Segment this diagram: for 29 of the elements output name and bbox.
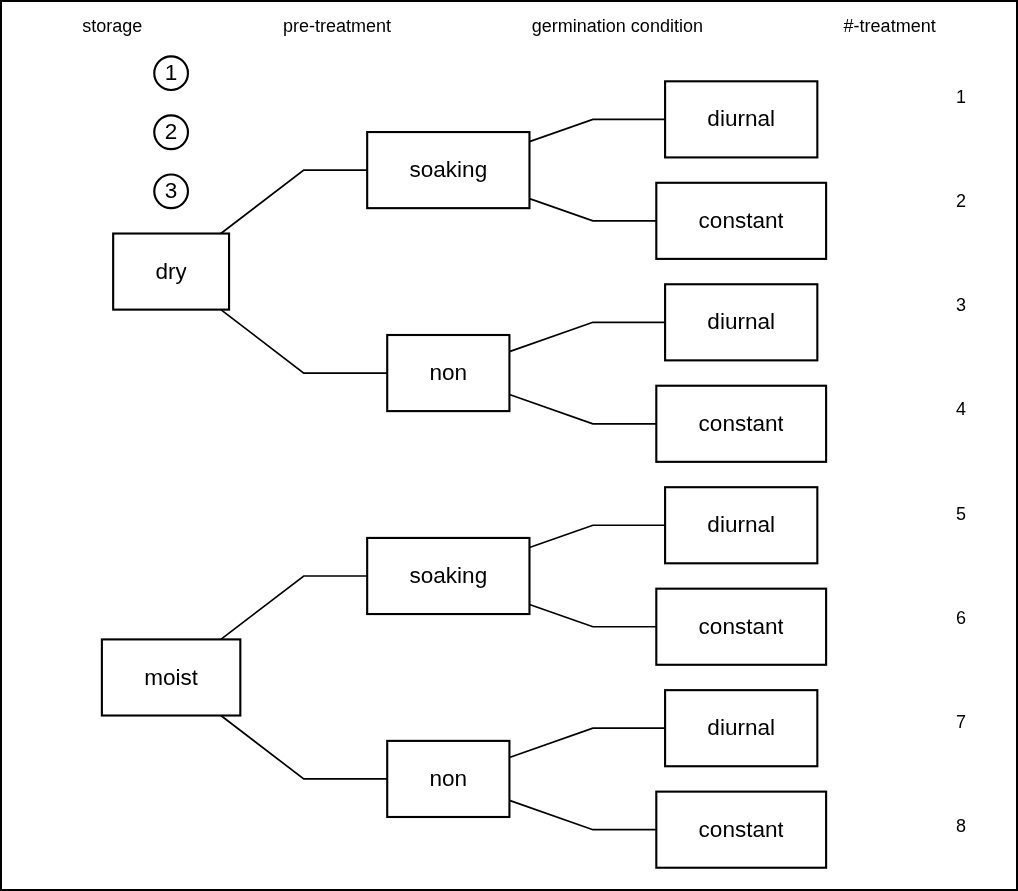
node-circle: 1 — [153, 55, 189, 92]
node-box: constant — [655, 181, 828, 260]
node-box: constant — [655, 384, 828, 463]
treatment-number: 8 — [956, 816, 966, 838]
treatment-number: 7 — [956, 712, 966, 734]
node-box: diurnal — [664, 283, 819, 362]
treatment-number: 4 — [956, 399, 966, 421]
node-box: moist — [100, 638, 242, 717]
column-heading: pre-treatment — [283, 16, 392, 37]
node-box: diurnal — [664, 689, 819, 768]
node-box: dry — [112, 232, 231, 311]
treatment-number: 3 — [956, 295, 966, 317]
treatment-number: 2 — [956, 190, 966, 212]
column-heading: storage — [82, 16, 143, 37]
node-circle: 3 — [153, 173, 189, 210]
column-heading: #-treatment — [843, 16, 936, 37]
node-box: diurnal — [664, 80, 819, 159]
column-heading: germination condition — [531, 16, 703, 37]
node-box: constant — [655, 790, 828, 869]
treatment-number: 6 — [956, 607, 966, 629]
node-box: non — [386, 333, 511, 413]
node-box: non — [386, 739, 511, 819]
node-circle: 2 — [153, 114, 189, 151]
treatment-number: 1 — [956, 86, 966, 108]
node-box: constant — [655, 587, 828, 666]
node-box: soaking — [366, 536, 531, 616]
treatment-number: 5 — [956, 503, 966, 525]
node-box: soaking — [366, 131, 531, 210]
node-box: diurnal — [664, 486, 819, 565]
